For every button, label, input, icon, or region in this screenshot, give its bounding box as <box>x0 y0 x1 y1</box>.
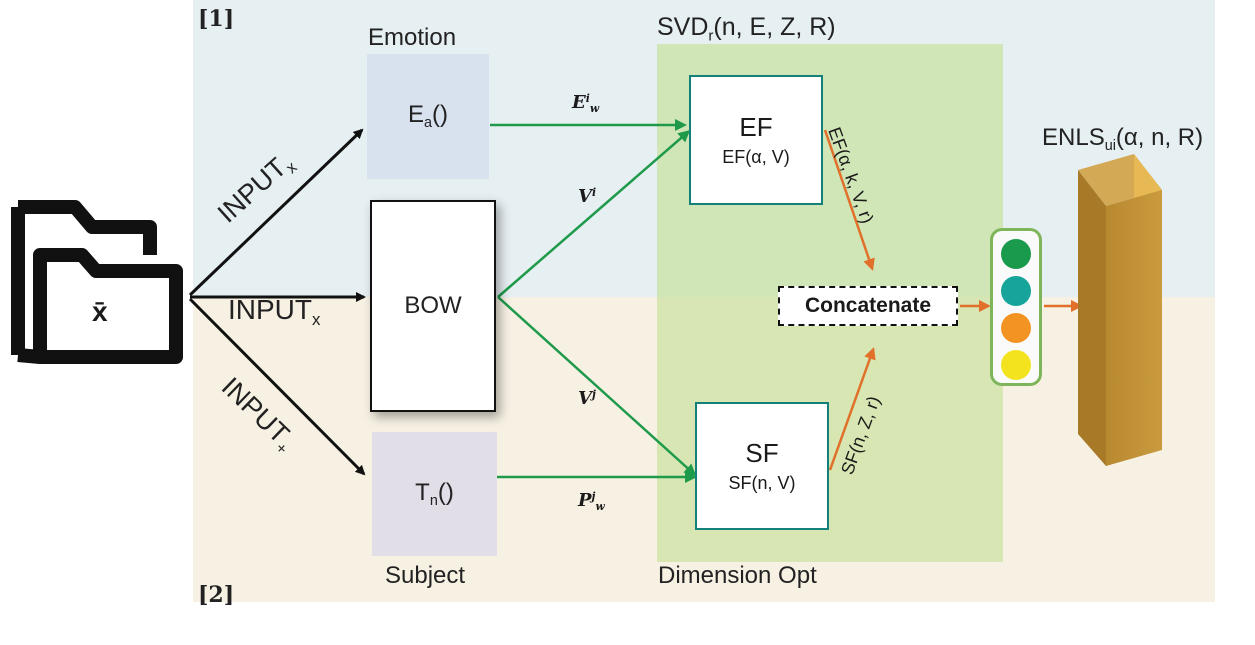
ef-label: EF <box>739 112 773 142</box>
v-bottom-label: Vj <box>578 388 596 409</box>
feature-dot-teal <box>1001 276 1031 306</box>
bow-box: BOW <box>370 200 496 412</box>
sf-label: SF <box>745 438 779 468</box>
input-x-label: x̄ <box>92 296 108 327</box>
folder-icon <box>11 200 183 364</box>
emotion-function: Ea() <box>407 101 448 132</box>
feature-dot-green <box>1001 239 1031 269</box>
subject-box: Tn() <box>372 432 497 556</box>
subject-function: Tn() <box>415 478 454 510</box>
feature-dot-orange <box>1001 313 1031 343</box>
panel-2-label: [2] <box>198 582 235 608</box>
enls-block <box>1078 154 1162 466</box>
pw-label: Pjw <box>578 490 605 513</box>
sf-formula: SF(n, V) <box>728 473 796 493</box>
feature-vector <box>990 228 1042 386</box>
ef-formula: EF(α, V) <box>722 147 790 167</box>
svd-footer: Dimension Opt <box>658 562 817 589</box>
emotion-title: Emotion <box>368 24 457 51</box>
feature-dot-yellow <box>1001 350 1031 380</box>
svd-title: SVDr(n, E, Z, R) <box>657 13 836 45</box>
emotion-box: Ea() <box>367 54 489 179</box>
input-mid-label: INPUTx <box>228 294 321 329</box>
v-top-label: Vi <box>578 186 597 207</box>
ew-label: Eiw <box>572 92 600 115</box>
enls-title: ENLSui(α, n, R) <box>1042 124 1204 155</box>
sf-box: SF SF(n, V) <box>695 402 829 530</box>
subject-title: Subject <box>385 562 466 589</box>
panel-1-label: [1] <box>198 6 235 32</box>
ef-box: EF EF(α, V) <box>689 75 823 205</box>
bow-label: BOW <box>404 292 462 319</box>
concatenate-box: Concatenate <box>778 286 958 326</box>
